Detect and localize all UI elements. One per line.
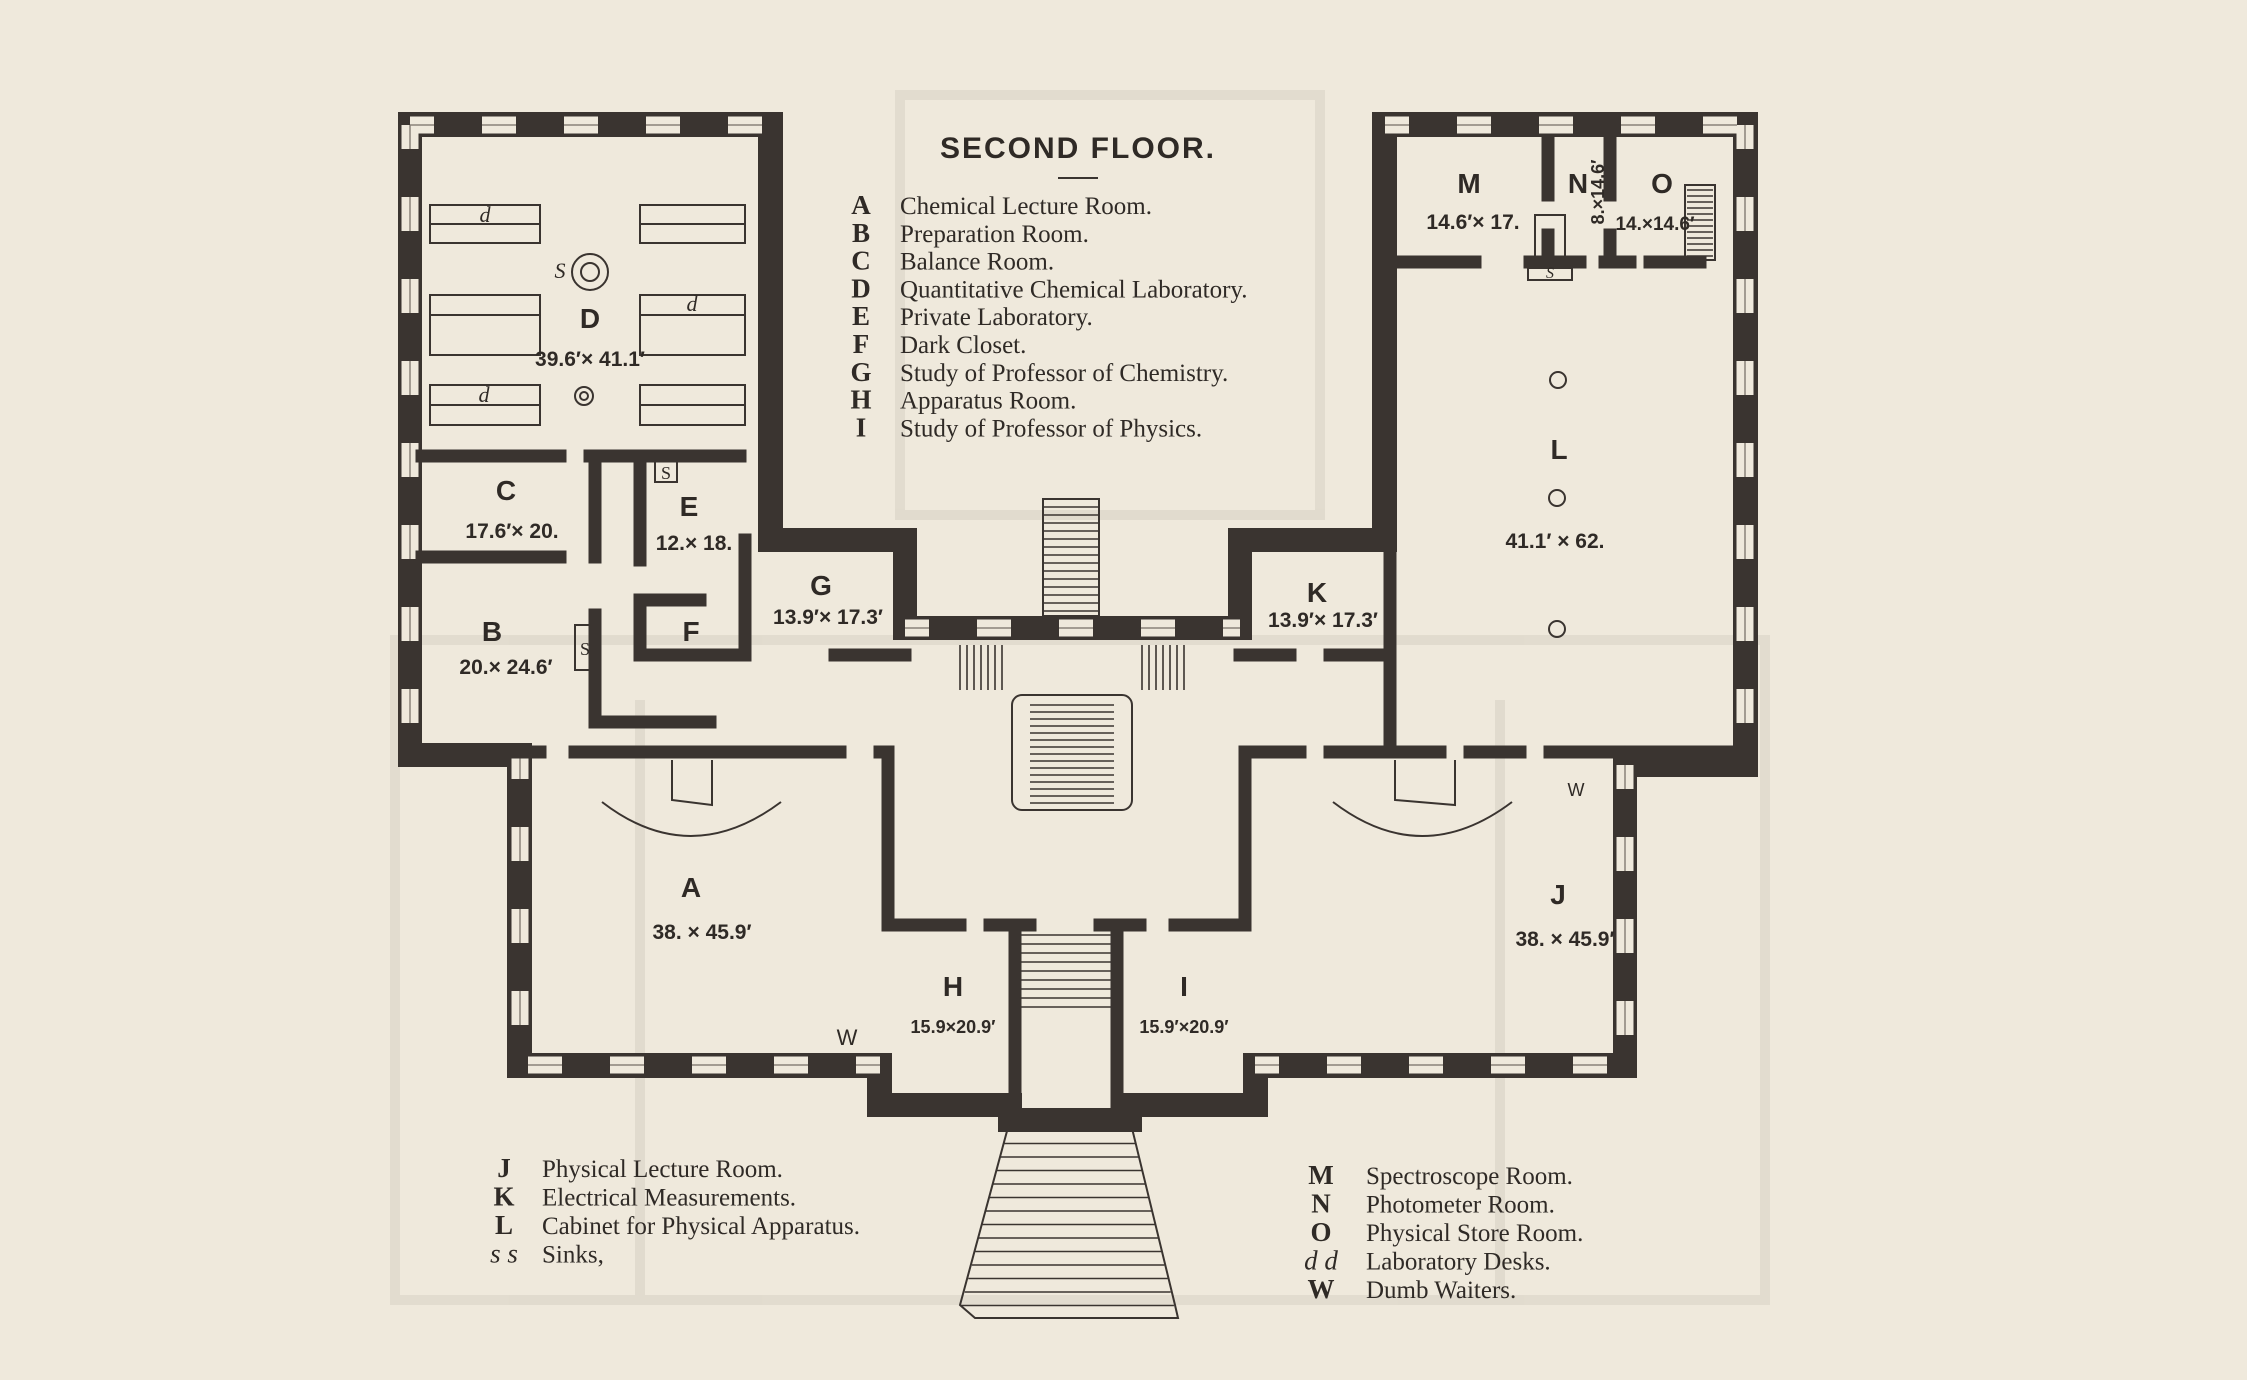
legend-key: M: [1308, 1160, 1333, 1190]
room-b-letter: B: [482, 616, 502, 647]
legend-key: W: [1308, 1274, 1335, 1304]
room-o-dims: 14.×14.6′: [1615, 214, 1694, 235]
room-b-dims: 20.× 24.6′: [459, 656, 552, 679]
room-k-letter: K: [1307, 577, 1327, 608]
legend-key: O: [1310, 1217, 1331, 1247]
legend-key: L: [495, 1210, 513, 1240]
legend-label: Private Laboratory.: [900, 304, 1093, 331]
legend-label: Study of Professor of Physics.: [900, 415, 1202, 442]
legend-label: Sinks,: [542, 1242, 604, 1269]
room-d-dims: 39.6′× 41.1′: [535, 348, 645, 371]
legend-label: Dark Closet.: [900, 332, 1026, 359]
sink-mark: S: [661, 463, 671, 483]
legend-label: Dumb Waiters.: [1366, 1277, 1516, 1304]
room-i-letter: I: [1180, 971, 1188, 1002]
exterior-walls: [398, 112, 1758, 1132]
legend-key: K: [493, 1182, 514, 1212]
laboratory-desks: [429, 204, 746, 426]
legend-label: Laboratory Desks.: [1366, 1249, 1551, 1276]
legend-label: Quantitative Chemical Laboratory.: [900, 276, 1248, 303]
room-g-letter: G: [810, 570, 832, 601]
room-m-letter: M: [1457, 168, 1480, 199]
plan-marks: d d d S S S S W W: [479, 202, 1585, 1050]
legend-label: Photometer Room.: [1366, 1192, 1555, 1219]
legend-key: E: [852, 301, 870, 331]
dumb-waiter-mark: W: [837, 1025, 858, 1050]
room-f-letter: F: [682, 616, 699, 647]
legends: A Chemical Lecture Room. B Preparation Room…: [490, 190, 1583, 1304]
legend-label: Chemical Lecture Room.: [900, 193, 1152, 220]
legend-label: Apparatus Room.: [900, 388, 1076, 415]
legend-label: Electrical Measurements.: [542, 1185, 796, 1212]
desk-mark: d: [687, 291, 699, 316]
legend-key: A: [851, 190, 871, 220]
room-e-dims: 12.× 18.: [656, 532, 732, 555]
room-j-dims: 38. × 45.9′: [1515, 928, 1614, 951]
legend-key: s s: [490, 1239, 518, 1269]
plan-title: SECOND FLOOR.: [940, 132, 1216, 165]
legend-key: N: [1311, 1189, 1331, 1219]
room-h-dims: 15.9×20.9′: [911, 1017, 996, 1037]
room-c-letter: C: [496, 475, 516, 506]
room-l-letter: L: [1550, 434, 1567, 465]
room-k-dims: 13.9′× 17.3′: [1268, 609, 1378, 632]
room-m-dims: 14.6′× 17.: [1426, 211, 1519, 234]
legend-key: J: [497, 1153, 511, 1183]
room-e-letter: E: [680, 491, 699, 522]
room-n-letter: N: [1568, 168, 1588, 199]
room-c-dims: 17.6′× 20.: [465, 520, 558, 543]
legend-key: B: [852, 218, 870, 248]
legend-label: Physical Store Room.: [1366, 1220, 1583, 1247]
legend-key: G: [850, 357, 871, 387]
room-h-letter: H: [943, 971, 963, 1002]
legend-label: Preparation Room.: [900, 221, 1089, 248]
fixtures: [571, 214, 1573, 671]
interior-walls: [413, 133, 1742, 1117]
legend-label: Cabinet for Physical Apparatus.: [542, 1213, 860, 1240]
room-a-letter: A: [681, 872, 701, 903]
desk-mark: d: [479, 382, 491, 407]
room-labels: D 39.6′× 41.1′ C 17.6′× 20. E 12.× 18. B…: [459, 160, 1695, 1037]
room-o-letter: O: [1651, 168, 1673, 199]
legend-key: F: [853, 329, 870, 359]
room-g-dims: 13.9′× 17.3′: [773, 606, 883, 629]
sink-mark: S: [1546, 265, 1554, 282]
stairs: [958, 184, 1716, 1319]
room-n-dims: 8.×14.6′: [1588, 160, 1608, 225]
lecture-desks: [601, 760, 1513, 837]
legend-key: D: [851, 273, 871, 303]
dumb-waiter-mark: W: [1568, 780, 1585, 800]
legend-key: d d: [1304, 1246, 1338, 1276]
legend-label: Physical Lecture Room.: [542, 1156, 783, 1183]
desk-mark: d: [480, 202, 492, 227]
legend-key: H: [850, 385, 871, 415]
room-a-dims: 38. × 45.9′: [652, 921, 751, 944]
legend-label: Balance Room.: [900, 249, 1054, 276]
legend-label: Study of Professor of Chemistry.: [900, 360, 1228, 387]
room-j-letter: J: [1550, 879, 1566, 910]
room-l-dims: 41.1′ × 62.: [1505, 530, 1604, 553]
room-i-dims: 15.9′×20.9′: [1139, 1017, 1228, 1037]
sink-mark: S: [555, 258, 566, 283]
legend-label: Spectroscope Room.: [1366, 1163, 1573, 1190]
legend-key: I: [856, 412, 867, 442]
sink-mark: S: [580, 639, 590, 659]
room-d-letter: D: [580, 303, 600, 334]
legend-key: C: [851, 246, 871, 276]
